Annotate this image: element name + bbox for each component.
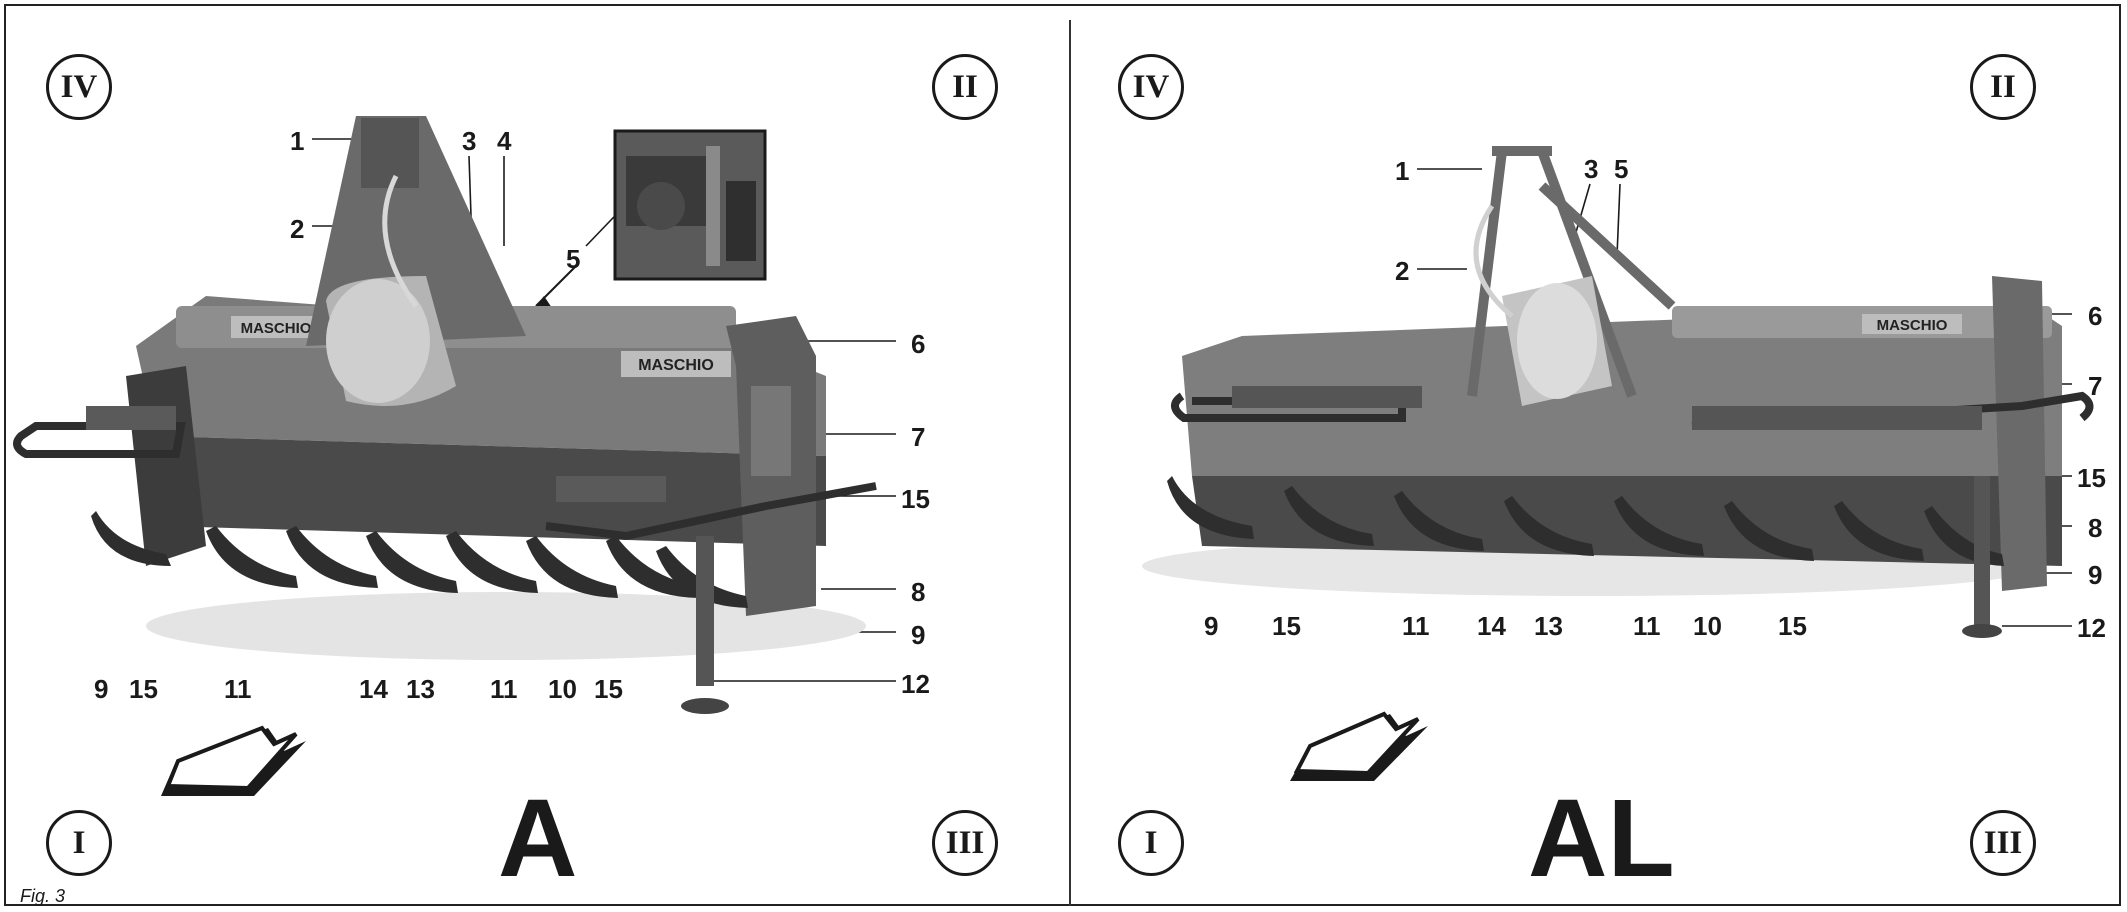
- callout-13-bottom: 13: [406, 674, 435, 704]
- maschio-logo: MASCHIO: [241, 320, 312, 337]
- callout-2: 2: [1395, 256, 1410, 286]
- callout-9-bottom: 9: [1204, 611, 1219, 641]
- callout-9-bottom: 9: [94, 674, 109, 704]
- panel-divider: [1069, 20, 1071, 906]
- figure: MASCHIO MASCHIO: [4, 4, 2121, 906]
- quadrant-iii-label: III: [932, 810, 998, 876]
- callout-8: 8: [2088, 513, 2103, 543]
- quadrant-ii-label: II: [932, 54, 998, 120]
- callout-10-bottom: 10: [548, 674, 577, 704]
- panel-al: MASCHIO: [1072, 6, 2127, 906]
- callout-15-bottom-a: 15: [1272, 611, 1301, 641]
- callout-12: 12: [2077, 613, 2106, 643]
- quadrant-iv-label: IV: [1118, 54, 1184, 120]
- model-al-label: AL: [1528, 777, 1675, 900]
- callout-10-bottom: 10: [1693, 611, 1722, 641]
- callout-15-bottom-b: 15: [594, 674, 623, 704]
- callout-4: 4: [497, 126, 512, 156]
- callout-11-bottom-a: 11: [224, 674, 252, 704]
- callout-12: 12: [901, 669, 930, 699]
- callout-3: 3: [1584, 154, 1599, 184]
- callout-3: 3: [462, 126, 477, 156]
- callout-15-bottom-a: 15: [129, 674, 158, 704]
- callout-2: 2: [290, 214, 305, 244]
- callout-5: 5: [1614, 154, 1629, 184]
- figure-caption: Fig. 3: [20, 886, 66, 906]
- callout-8: 8: [911, 577, 926, 607]
- quadrant-i-label: I: [1118, 810, 1184, 876]
- callout-15-bottom-b: 15: [1778, 611, 1807, 641]
- callout-14-bottom: 14: [1477, 611, 1506, 641]
- callout-13-bottom: 13: [1534, 611, 1563, 641]
- quadrant-iii-label: III: [1970, 810, 2036, 876]
- quadrant-iv-label: IV: [46, 54, 112, 120]
- callout-11-bottom-a: 11: [1402, 611, 1430, 641]
- callout-15-right: 15: [2077, 463, 2106, 493]
- panel-a: MASCHIO MASCHIO: [6, 6, 1066, 906]
- callout-1: 1: [290, 126, 305, 156]
- maschio-logo-2: MASCHIO: [638, 357, 714, 374]
- quadrant-i-label: I: [46, 810, 112, 876]
- callout-5: 5: [566, 244, 581, 274]
- callout-11-bottom-b: 11: [490, 674, 518, 704]
- callout-6: 6: [2088, 301, 2103, 331]
- callout-6: 6: [911, 329, 926, 359]
- callout-7: 7: [2088, 371, 2103, 401]
- callout-7: 7: [911, 422, 926, 452]
- callout-9-right: 9: [2088, 560, 2103, 590]
- machine-a-illustration: MASCHIO MASCHIO: [13, 116, 896, 796]
- model-a-label: A: [498, 777, 578, 900]
- quadrant-ii-label: II: [1970, 54, 2036, 120]
- machine-al-illustration: MASCHIO: [1142, 146, 2094, 781]
- callout-1: 1: [1395, 156, 1410, 186]
- callout-9-right: 9: [911, 620, 926, 650]
- callout-11-bottom-b: 11: [1633, 611, 1661, 641]
- maschio-logo-al: MASCHIO: [1877, 317, 1948, 334]
- callout-15-right: 15: [901, 484, 930, 514]
- callout-14-bottom: 14: [359, 674, 388, 704]
